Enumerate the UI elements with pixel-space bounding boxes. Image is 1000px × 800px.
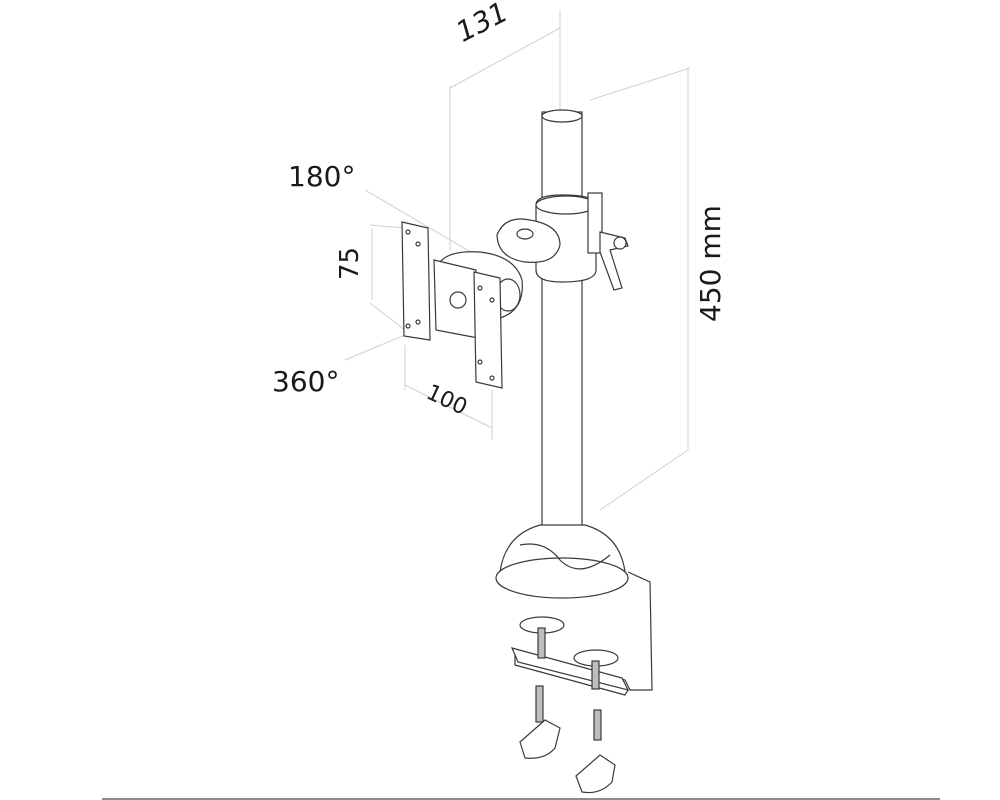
vesa-plate-right: [473, 271, 503, 389]
dimension-lines: [344, 10, 691, 511]
pole-cap: [541, 109, 583, 123]
screw-left-bottom: [535, 685, 544, 723]
tilt-angle-label: 180°: [288, 160, 356, 193]
tilt-screw: [516, 228, 534, 240]
collar-top: [535, 195, 597, 215]
swivel-angle-label: 360°: [272, 365, 340, 398]
vesa-vertical-dimension: 75: [335, 246, 365, 280]
screw-left-top: [537, 627, 546, 659]
dome-contour: [519, 543, 611, 570]
vesa-center-hub: [449, 291, 467, 309]
handle-right: [575, 754, 616, 794]
screw-right-top: [591, 660, 600, 690]
footer-divider: [102, 798, 940, 800]
pole: [541, 111, 583, 533]
base-flange: [495, 557, 629, 599]
tilt-joint: [496, 218, 561, 263]
screw-right-bottom: [593, 709, 602, 741]
vesa-plate-left: [401, 221, 431, 341]
handle-left: [519, 719, 561, 759]
collar-clamp: [587, 192, 603, 254]
pole-height-dimension: 450 mm: [694, 205, 727, 322]
mount-parts: [401, 109, 653, 794]
clamp-bracket: [514, 571, 653, 696]
lever-bolt: [613, 236, 627, 250]
pole-collar: [535, 194, 597, 283]
